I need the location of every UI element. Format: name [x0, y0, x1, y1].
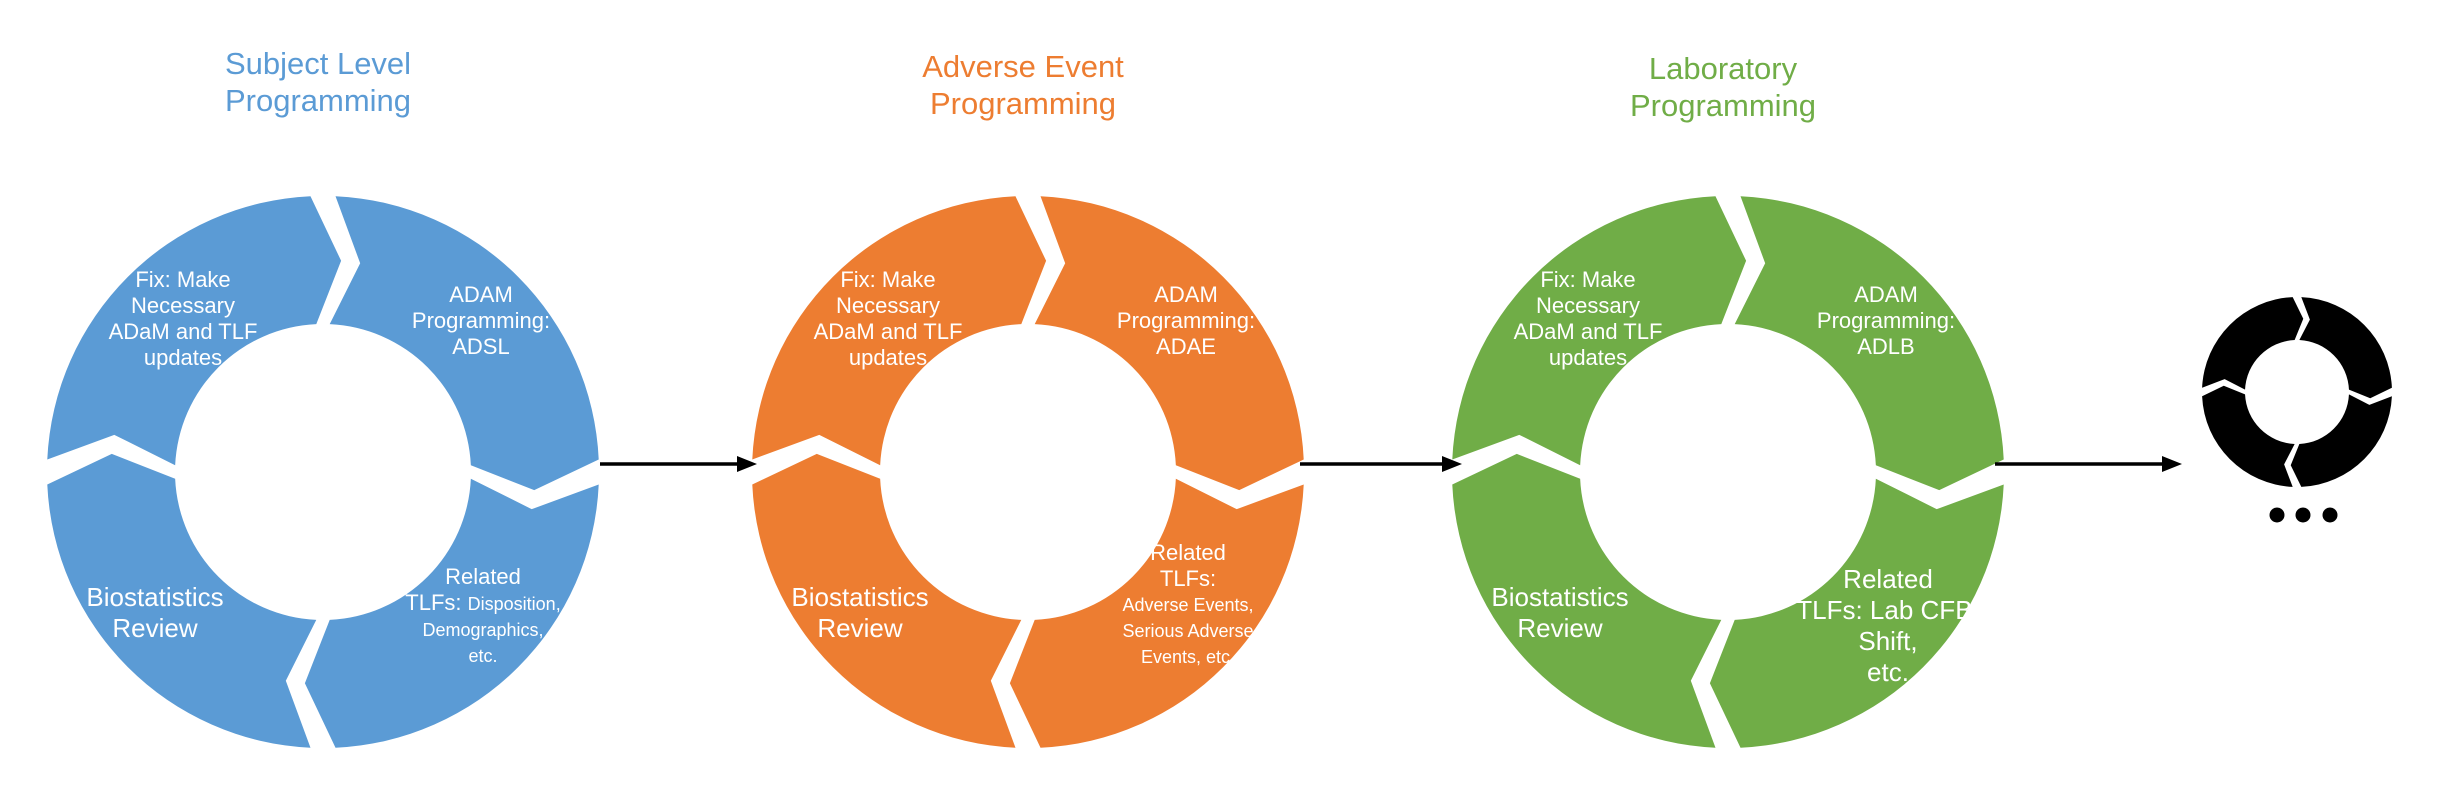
ellipsis-dots-icon: [2295, 507, 2311, 523]
arrow-subject-to-adverse-head-icon: [737, 456, 757, 472]
related-tlfs-row: TLFs:: [1122, 566, 1253, 592]
laboratory-segment-fix-updates: [1452, 196, 1747, 466]
related-detail: etc.: [468, 646, 498, 666]
adam-line: Programming:: [411, 308, 551, 333]
related-tlfs-row: TLFs: Lab CFB,: [1796, 595, 1980, 626]
related-detail: Lab CFB,: [1869, 595, 1980, 625]
fix-line: Necessary: [131, 293, 235, 318]
related-tlfs: TLFs:: [405, 590, 462, 615]
related-heading: Related: [1843, 564, 1933, 594]
fix-line: ADaM and TLF: [813, 319, 963, 344]
title-line: Programming: [1629, 88, 1817, 123]
subject-level-segment-adam-programming: [329, 196, 599, 491]
review-line: Review: [817, 613, 903, 643]
review-line: Review: [112, 613, 198, 643]
fix-line: updates: [143, 345, 223, 370]
title-line: Programming: [929, 86, 1117, 121]
continuation-cycle-ring: [2202, 297, 2392, 487]
fix-line: updates: [1548, 345, 1628, 370]
adverse-event-cycle-ring: [752, 196, 1304, 748]
review-line: Biostatistics: [86, 582, 224, 612]
adam-line: ADAE: [1156, 334, 1216, 359]
ellipsis-dots-icon: [2269, 507, 2285, 523]
adam-line: ADAM: [1854, 282, 1918, 307]
review-line: Biostatistics: [1491, 582, 1629, 612]
adam-line: ADAM: [1154, 282, 1218, 307]
arrow-adverse-to-lab-head-icon: [1442, 456, 1462, 472]
related-detail: Disposition,: [467, 594, 561, 614]
related-detail: Events, etc.: [1140, 647, 1236, 667]
title-line: Adverse Event: [922, 49, 1124, 84]
related-tlfs: TLFs:: [1159, 566, 1217, 591]
related-detail: Adverse Events,: [1122, 595, 1254, 615]
arrow-lab-to-next-head-icon: [2162, 456, 2182, 472]
continuation-segment-related-tlfs: [2290, 394, 2392, 487]
fix-line: updates: [848, 345, 928, 370]
adam-line: Programming:: [1816, 308, 1956, 333]
laboratory-segment-biostatistics-review: [1452, 453, 1722, 748]
laboratory-segment-adam-programming: [1734, 196, 2004, 491]
related-heading: Related: [1150, 540, 1226, 565]
continuation-segment-biostatistics-review: [2202, 385, 2295, 487]
adverse-event-segment-adam-programming: [1034, 196, 1304, 491]
related-heading: Related: [445, 564, 521, 589]
continuation-segment-fix-updates: [2202, 297, 2304, 390]
related-detail: Shift,: [1858, 626, 1918, 656]
fix-line: Fix: Make: [1540, 267, 1636, 292]
adam-line: ADLB: [1857, 334, 1915, 359]
related-tlfs: TLFs:: [1796, 595, 1863, 625]
title-line: Programming: [224, 83, 412, 118]
related-detail: Serious Adverse: [1122, 621, 1254, 641]
related-detail: etc.: [1867, 657, 1909, 687]
adam-line: ADAM: [449, 282, 513, 307]
adverse-event-segment-fix-updates: [752, 196, 1047, 466]
laboratory-segment-related-tlfs: [1709, 478, 2004, 748]
adam-line: ADSL: [452, 334, 510, 359]
fix-line: Necessary: [1536, 293, 1640, 318]
subject-level-segment-fix-updates: [47, 196, 342, 466]
ellipsis-dots-icon: [2322, 507, 2338, 523]
review-line: Review: [1517, 613, 1603, 643]
subject-level-segment-biostatistics-review: [47, 453, 317, 748]
subject-level-cycle-ring: [47, 196, 599, 748]
continuation-segment-adam-programming: [2299, 297, 2392, 399]
fix-line: Fix: Make: [840, 267, 936, 292]
fix-line: Necessary: [836, 293, 940, 318]
fix-line: Fix: Make: [135, 267, 231, 292]
subject-level-segment-related-tlfs: [304, 478, 599, 748]
adverse-event-segment-related-tlfs: [1009, 478, 1304, 748]
title-line: Subject Level: [224, 46, 412, 81]
fix-line: ADaM and TLF: [1513, 319, 1663, 344]
adam-line: Programming:: [1116, 308, 1256, 333]
related-tlfs-row: TLFs: Disposition,: [405, 590, 560, 617]
related-detail: Demographics,: [422, 620, 544, 640]
laboratory-cycle-ring: [1452, 196, 2004, 748]
fix-line: ADaM and TLF: [108, 319, 258, 344]
adverse-event-segment-biostatistics-review: [752, 453, 1022, 748]
review-line: Biostatistics: [791, 582, 929, 612]
title-line: Laboratory: [1648, 51, 1798, 86]
